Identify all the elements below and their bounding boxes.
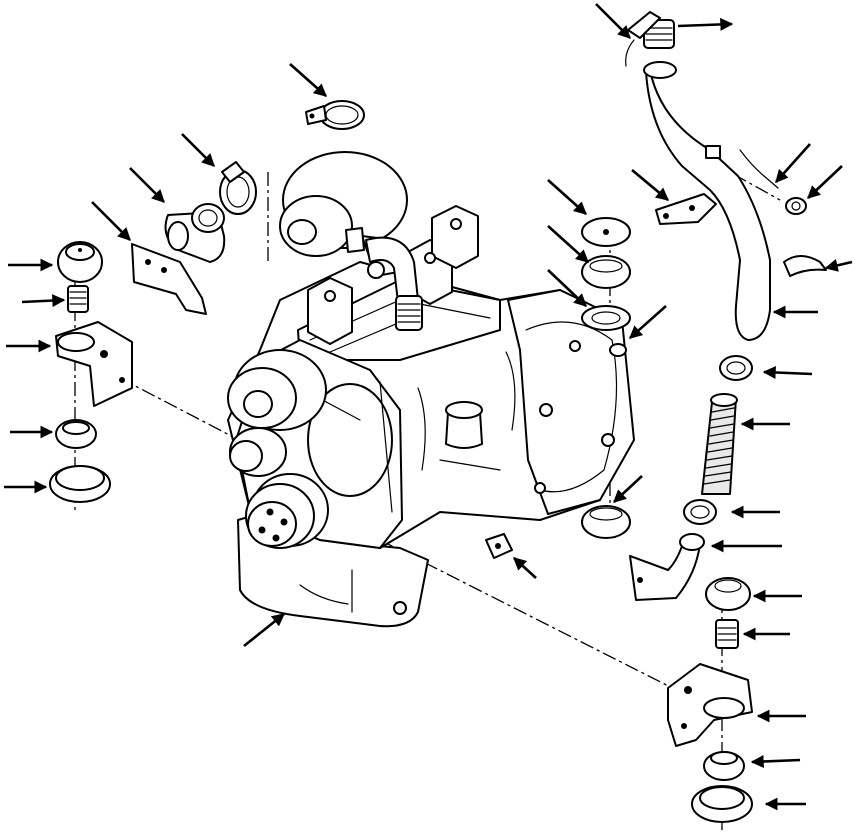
alternator-pulley [229,427,287,477]
mounting-bracket-right [667,663,753,747]
upper-filler-tube [643,61,771,341]
callout-arrow-15 [547,269,587,307]
callout-arrow-26 [513,557,537,579]
rubber-isolator-center [581,255,631,289]
turbocharger [279,151,423,331]
hose-clamp-left [219,161,257,215]
elbow-fitting [164,203,226,263]
callout-arrow-10 [807,165,843,199]
callout-arrow-6 [91,201,131,241]
washer-center-top [581,217,631,247]
callout-arrow-5 [129,167,165,203]
callout-arrow-27 [243,612,286,648]
callout-arrow-3 [289,63,327,97]
fan-pulley [227,349,327,431]
dipstick-wire [739,149,779,189]
lower-elbow [629,533,705,601]
callout-arrow-31 [750,755,801,769]
rubber-isolator-lower-left [55,419,97,449]
hose-clamp-top [305,100,365,130]
right-mount-stack [667,577,753,823]
spacer-sleeve-left [67,285,89,313]
rubber-isolator-lower-right [703,751,745,781]
callout-arrows [4,3,853,811]
washer-left [49,465,111,503]
hose-clamp-right-lower [683,499,717,525]
callout-arrow-14 [21,294,66,308]
rubber-isolator-center-lower [581,505,631,539]
callout-arrow-7 [547,179,587,215]
small-clamp-right [785,197,807,215]
filler-cap [625,11,675,67]
rubber-isolator-upper-left [57,241,103,283]
engine-assembly [227,151,635,628]
spacer-sleeve-right [715,619,739,649]
callout-arrow-8 [631,169,669,201]
oil-filter [445,401,483,449]
rubber-isolator-upper-right [705,577,751,611]
washer-center [581,305,631,331]
filler-tube-assembly [625,11,827,601]
center-mount-stack [581,217,631,539]
tube-bracket [655,193,717,225]
callout-arrow-19 [762,365,813,379]
callout-arrow-2 [677,17,734,31]
callout-arrow-16 [629,305,667,339]
crankshaft-pulley [245,473,329,549]
callout-arrow-1 [595,3,631,39]
tube-clip [783,255,827,277]
spacer-center [609,343,627,357]
callout-arrow-23 [613,475,643,503]
hose-clamp-right-upper [719,355,753,381]
mounting-bracket-left [55,321,133,407]
flexible-hose [701,393,738,495]
mounting-bracket-upper-left [131,243,207,315]
callout-arrow-9 [775,143,811,183]
breather-clip [485,533,513,559]
callout-arrow-12 [547,225,589,263]
callout-arrow-13 [824,259,853,272]
washer-right [691,785,753,823]
left-mount-stack [49,241,133,503]
callout-arrow-4 [181,133,215,167]
